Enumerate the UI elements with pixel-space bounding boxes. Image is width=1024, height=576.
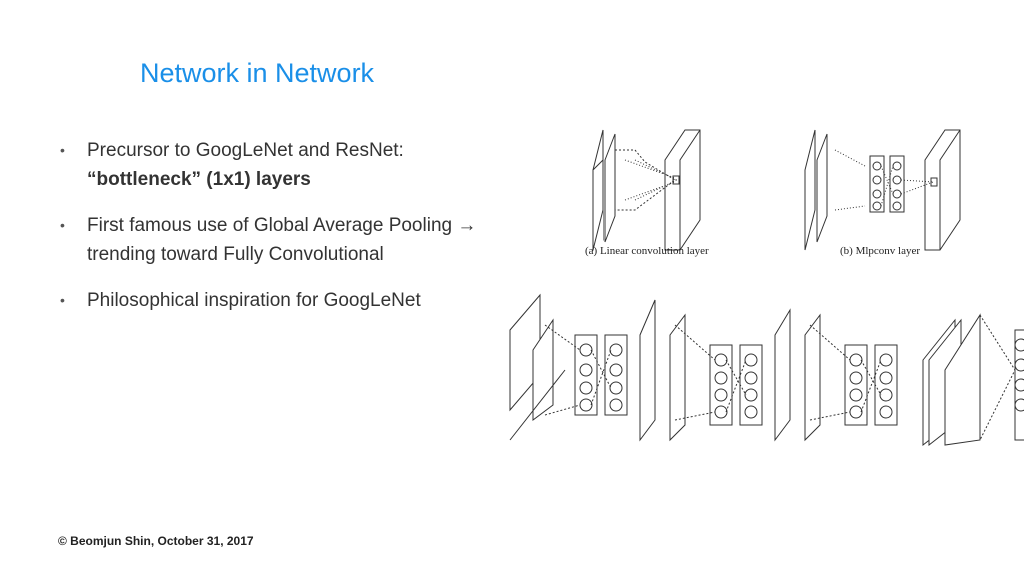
- nin-figure: (a) Linear convolution layer (b) Mlpconv…: [505, 120, 1024, 450]
- nin-diagram: (a) Linear convolution layer (b) Mlpconv…: [509, 129, 1024, 447]
- bullet-text: Philosophical inspiration for GoogLeNet: [87, 290, 421, 311]
- bullet-marker: •: [60, 142, 65, 158]
- bullet-marker: •: [60, 292, 65, 308]
- bullet-emphasis: “bottleneck” (1x1) layers: [87, 169, 311, 190]
- caption-a: (a) Linear convolution layer: [585, 245, 709, 257]
- bullet-marker: •: [60, 217, 65, 233]
- caption-b: (b) Mlpconv layer: [840, 245, 920, 257]
- linear-conv-diagram: [592, 129, 701, 252]
- bullet-item: • Precursor to GoogLeNet and ResNet: “bo…: [60, 136, 490, 194]
- bullet-text: Precursor to GoogLeNet and ResNet:: [87, 140, 404, 161]
- bullet-item: • Philosophical inspiration for GoogLeNe…: [60, 286, 490, 315]
- bullet-item: • First famous use of Global Average Poo…: [60, 211, 490, 269]
- bullet-text: First famous use of Global Average Pooli…: [87, 215, 477, 265]
- slide-footer: © Beomjun Shin, October 31, 2017: [58, 534, 254, 548]
- mlpconv-diagram: [804, 129, 961, 251]
- slide-title: Network in Network: [140, 58, 375, 88]
- bullet-list: • Precursor to GoogLeNet and ResNet: “bo…: [60, 136, 490, 332]
- nin-pipeline-diagram: [509, 293, 1024, 447]
